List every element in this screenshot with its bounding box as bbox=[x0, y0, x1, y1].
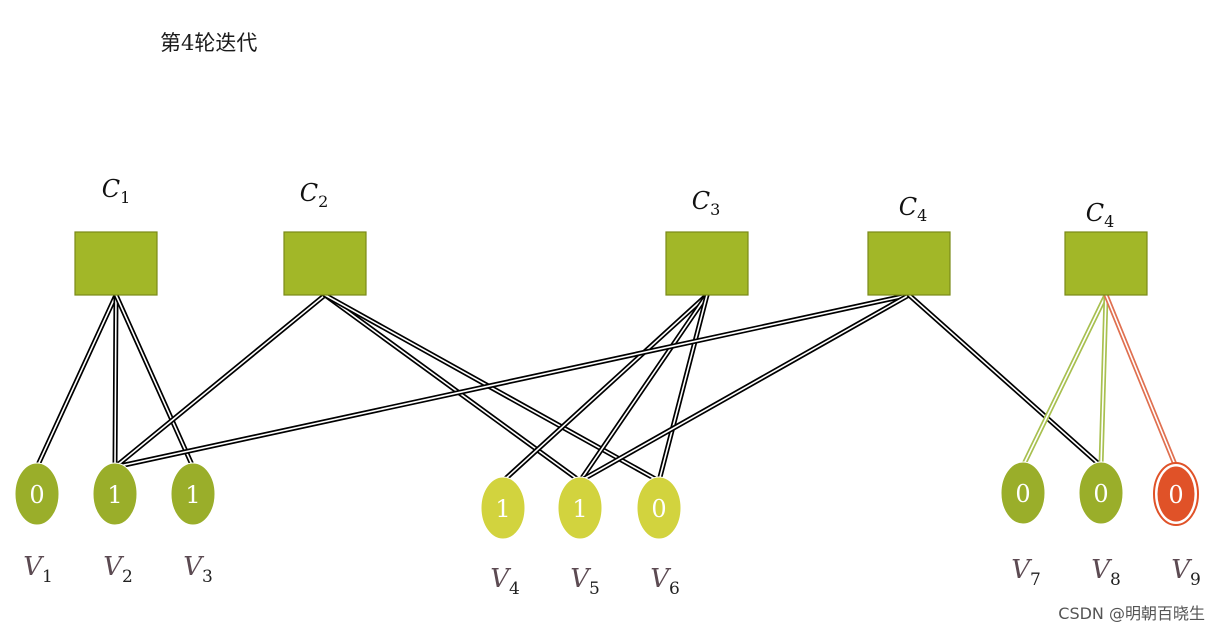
variable-node-V5: 1V5 bbox=[557, 476, 603, 599]
check-node-label: C4 bbox=[1086, 199, 1115, 231]
check-nodes-layer: C1 C2 C3 C4 C4 bbox=[74, 175, 1148, 296]
variable-node-V7: 0V7 bbox=[1000, 461, 1046, 590]
edge-C4a-V5 bbox=[577, 292, 912, 484]
edge-C1-V2 bbox=[112, 292, 119, 470]
edge-C1-V1 bbox=[34, 292, 119, 470]
variable-node-value: 0 bbox=[29, 481, 44, 509]
variable-node-V6: 0V6 bbox=[636, 476, 682, 599]
check-node-C1: C1 bbox=[74, 175, 158, 296]
edge-C4a-V2 bbox=[112, 292, 912, 470]
edge-C4a-V8 bbox=[906, 292, 1104, 469]
variable-node-V8: 0V8 bbox=[1078, 461, 1124, 590]
check-node-C3: C3 bbox=[665, 187, 749, 296]
variable-node-label: V8 bbox=[1091, 555, 1121, 590]
edge-C2-V6 bbox=[322, 292, 662, 484]
check-node-C4a: C4 bbox=[867, 193, 951, 296]
variable-node-V4: 1V4 bbox=[480, 476, 526, 599]
edge-C4b-V7 bbox=[1020, 292, 1109, 469]
variable-node-value: 0 bbox=[651, 495, 666, 523]
variable-node-label: V6 bbox=[650, 564, 680, 599]
check-node-C2: C2 bbox=[283, 179, 367, 296]
edge-C2-V5 bbox=[322, 292, 583, 484]
variable-node-label: V3 bbox=[183, 552, 213, 587]
variable-node-value: 0 bbox=[1168, 481, 1183, 509]
check-node-label: C2 bbox=[300, 179, 329, 211]
edge-C3-V6 bbox=[656, 292, 710, 484]
edge-C2-V2 bbox=[112, 292, 328, 470]
edge-C4b-V9 bbox=[1103, 292, 1179, 470]
variable-node-label: V9 bbox=[1171, 555, 1201, 590]
variable-node-value: 1 bbox=[185, 481, 200, 509]
edge-C1-V3 bbox=[113, 292, 196, 470]
check-node-label: C1 bbox=[102, 175, 131, 207]
watermark-text: CSDN @明朝百晓生 bbox=[1058, 604, 1205, 623]
variable-node-value: 1 bbox=[495, 495, 510, 523]
variable-node-label: V2 bbox=[103, 552, 133, 587]
check-node-C4b: C4 bbox=[1064, 199, 1148, 296]
variable-node-value: 1 bbox=[572, 495, 587, 523]
variable-node-label: V1 bbox=[23, 552, 53, 587]
variable-node-value: 0 bbox=[1093, 480, 1108, 508]
variable-node-V1: 0V1 bbox=[14, 462, 60, 587]
variable-node-V2: 1V2 bbox=[92, 462, 138, 587]
edge-C3-V4 bbox=[500, 292, 710, 484]
variable-node-V3: 1V3 bbox=[170, 462, 216, 587]
variable-node-V9: 0V9 bbox=[1153, 462, 1201, 590]
variable-node-label: V4 bbox=[490, 564, 520, 599]
check-node-label: C4 bbox=[899, 193, 928, 225]
edges-layer bbox=[34, 292, 1179, 484]
variable-node-label: V7 bbox=[1011, 555, 1041, 590]
check-node-label: C3 bbox=[692, 187, 721, 219]
iteration-title: 第4轮迭代 bbox=[160, 31, 258, 55]
edge-C4b-V8 bbox=[1098, 292, 1109, 469]
variable-node-value: 1 bbox=[107, 481, 122, 509]
edge-C3-V5 bbox=[577, 292, 710, 484]
variable-node-label: V5 bbox=[570, 564, 600, 599]
variable-node-value: 0 bbox=[1015, 480, 1030, 508]
